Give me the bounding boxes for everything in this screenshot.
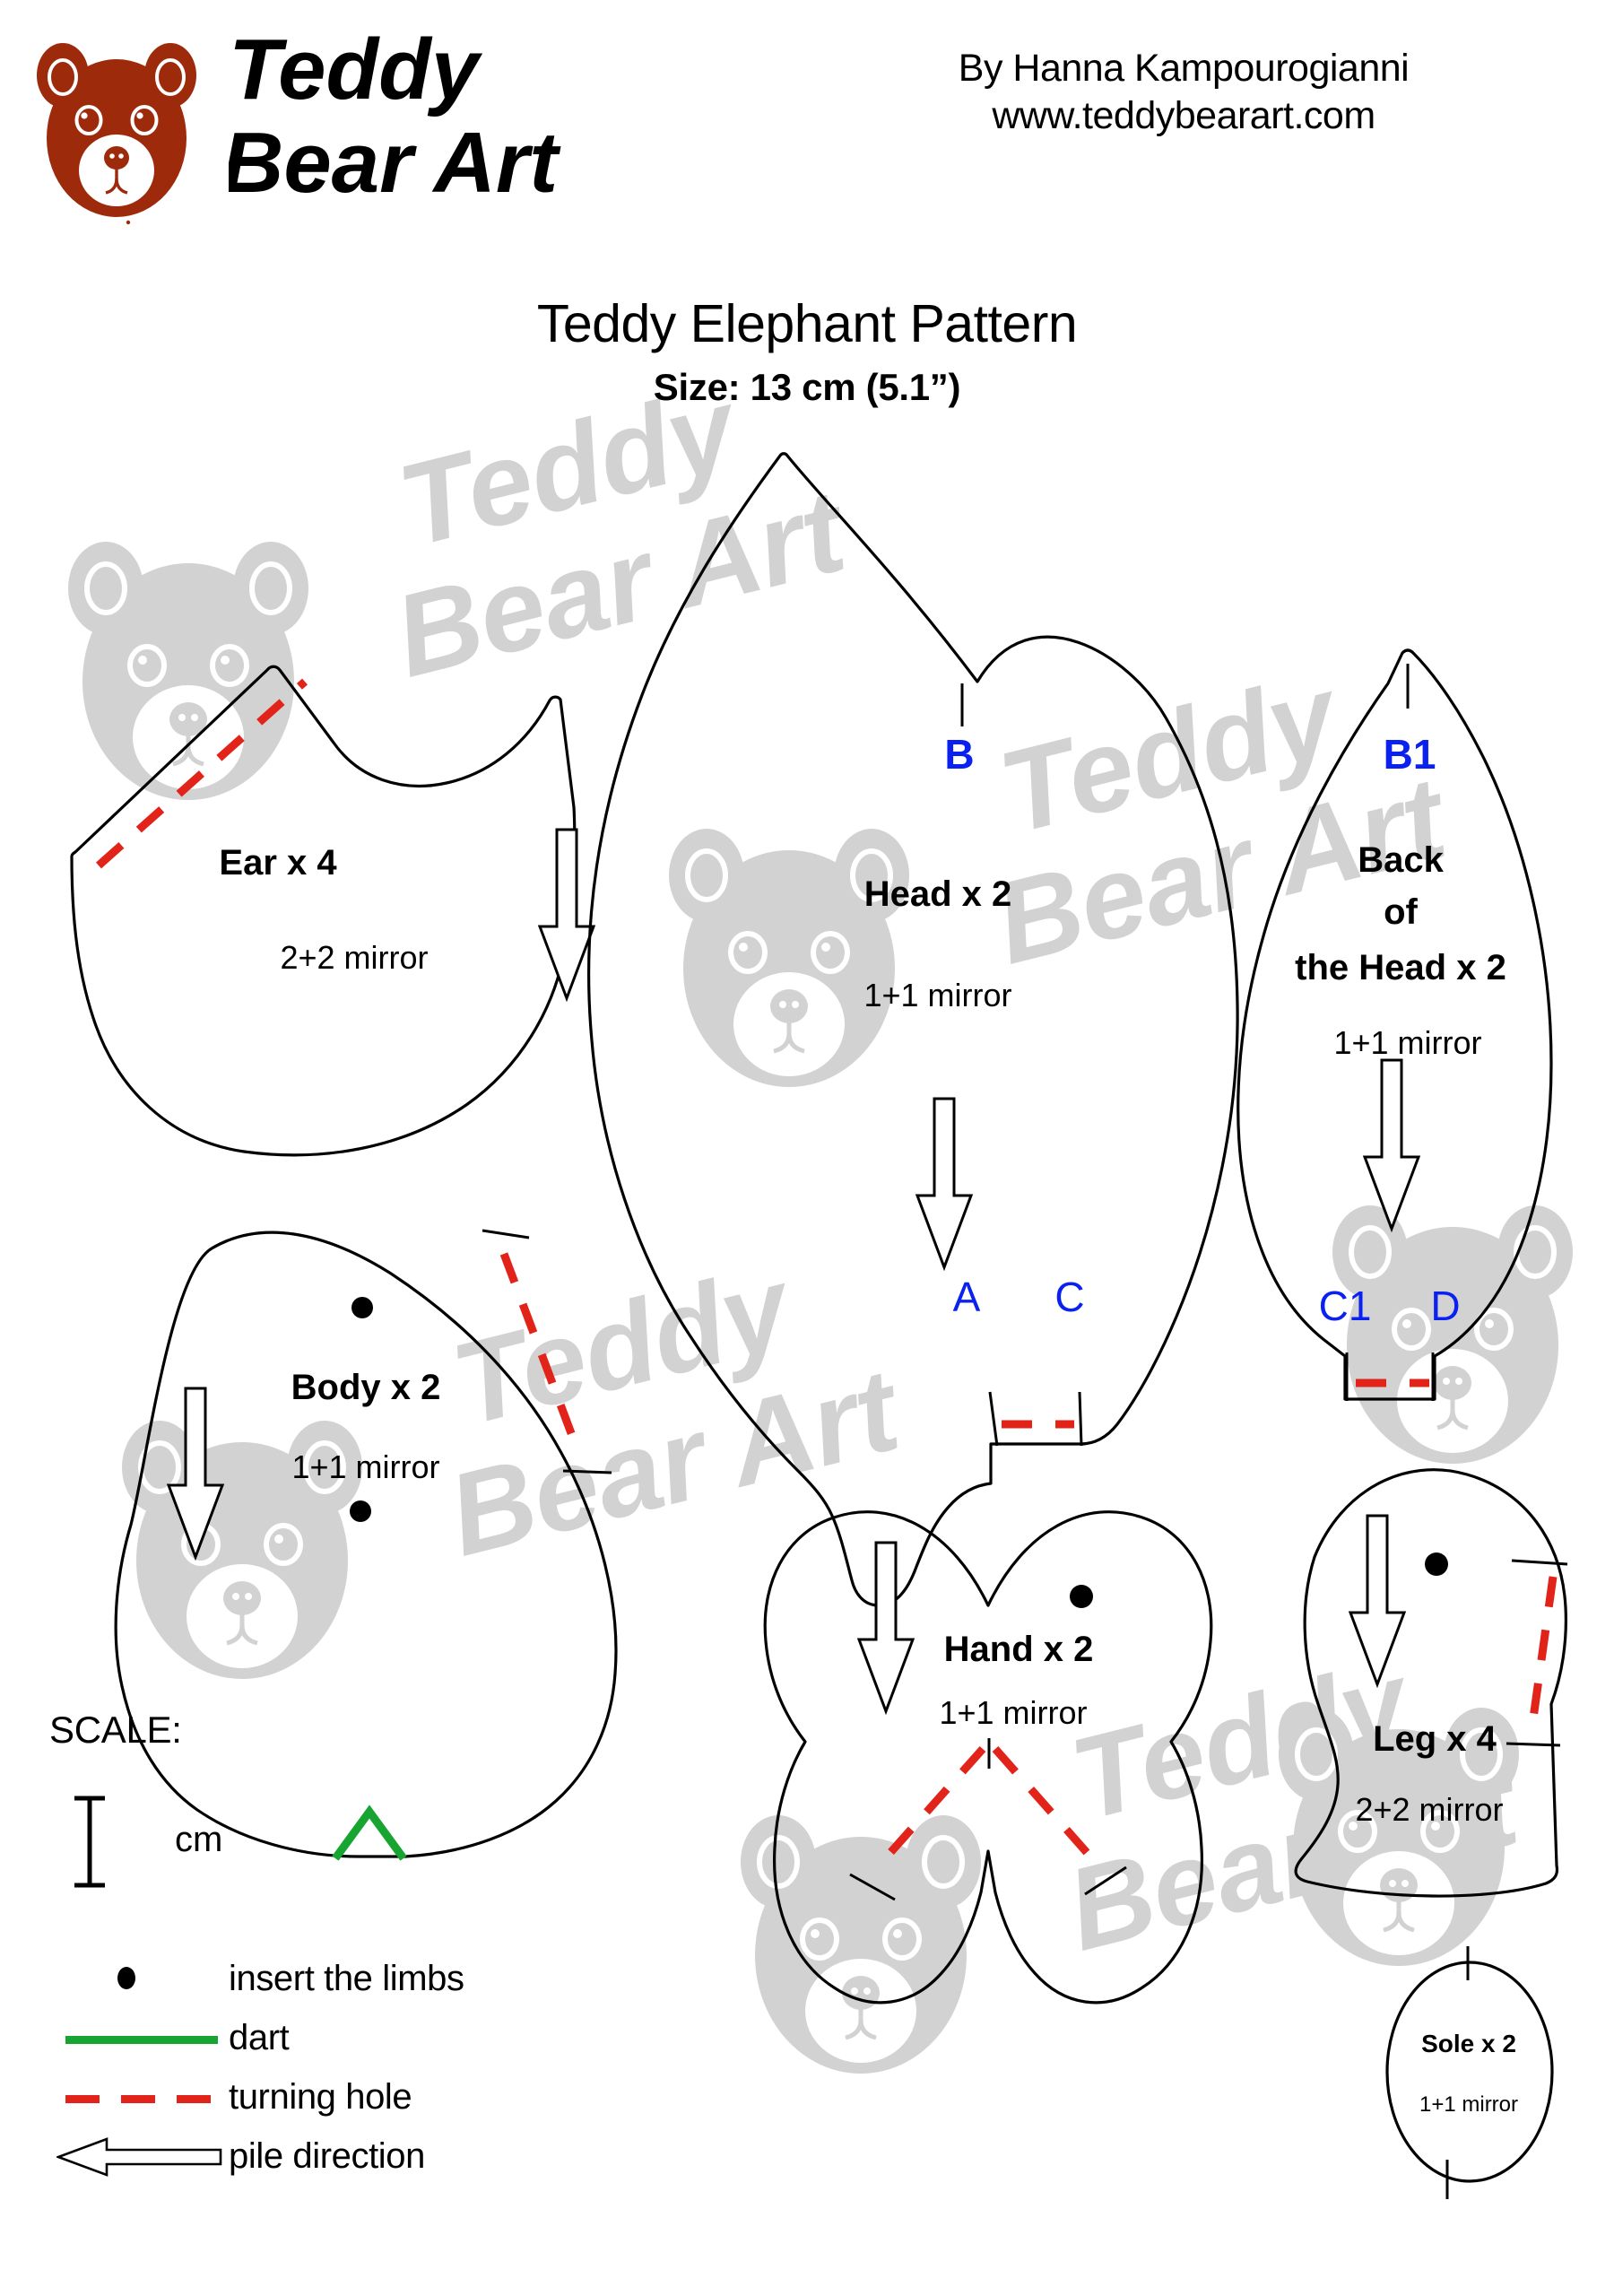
back-of-head-mirror: 1+1 mirror (1333, 1024, 1481, 1061)
pattern-piece-head: B A C Head x 2 1+1 mirror (587, 452, 1239, 1607)
body-mirror: 1+1 mirror (291, 1448, 439, 1485)
page-title: Teddy Elephant Pattern (536, 294, 1078, 353)
legend-item-insert-the-limbs: insert the limbs (49, 1949, 695, 2008)
head-pile-direction-arrow (915, 1097, 973, 1269)
byline-author: By Hanna Kampourogianni (958, 47, 1410, 90)
body-notch-bottom (562, 1469, 612, 1474)
back-of-head-label-line3: the Head x 2 (1295, 948, 1506, 987)
hand-label: Hand x 2 (944, 1630, 1094, 1669)
head-notch-a (988, 1391, 999, 1447)
head-marker-b: B (944, 731, 974, 778)
hand-notch-right (1084, 1866, 1127, 1896)
back-of-head-label-line2: of (1384, 892, 1418, 932)
legend-label-dart: dart (229, 2017, 290, 2057)
body-notch-top (482, 1229, 530, 1239)
head-marker-a: A (953, 1274, 981, 1320)
pattern-piece-hand: Hand x 2 1+1 mirror (763, 1510, 1213, 2005)
ear-label: Ear x 4 (219, 843, 337, 883)
leg-mirror: 2+2 mirror (1355, 1791, 1503, 1828)
legend-item-dart: dart (49, 2008, 695, 2067)
sole-mirror: 1+1 mirror (1419, 2092, 1518, 2117)
legend-turning-hole-dashes-icon (49, 2067, 229, 2126)
title-block: Teddy Elephant Pattern Size: 13 cm (5.1”… (0, 294, 1614, 409)
ear-mirror: 2+2 mirror (280, 939, 428, 976)
head-outline (587, 452, 1239, 1607)
body-insert-limb-dot-bottom (350, 1500, 371, 1522)
body-insert-limb-dot-top (351, 1297, 373, 1318)
leg-pile-direction-arrow (1349, 1514, 1406, 1686)
leg-insert-limb-dot (1425, 1552, 1448, 1576)
legend-item-turning-hole: turning hole (49, 2067, 695, 2126)
leg-label: Leg x 4 (1373, 1719, 1497, 1759)
legend-rows: insert the limbs dart turning hole (49, 1949, 695, 2186)
leg-notch-bottom (1506, 1742, 1561, 1747)
scale-unit: cm (175, 1820, 223, 1859)
legend-label-pile-direction: pile direction (229, 2135, 425, 2176)
pattern-piece-leg: Leg x 4 2+2 mirror (1294, 1468, 1568, 1898)
body-turning-hole (499, 1252, 584, 1457)
ear-outline (70, 665, 577, 1157)
brand-wordmark: Teddy Bear Art (229, 22, 561, 211)
body-dart (332, 1805, 407, 1861)
body-pile-direction-arrow (167, 1387, 224, 1559)
head-mirror: 1+1 mirror (863, 977, 1011, 1013)
back-of-head-pile-direction-arrow (1363, 1058, 1420, 1231)
pattern-piece-back-of-head: B1 C1 D Back of the Head x 2 1+1 mirror (1237, 648, 1553, 1401)
hand-notch-left (849, 1873, 896, 1901)
bear-head-logo-icon (37, 43, 196, 225)
byline: By Hanna Kampourogianni www.teddybearart… (807, 45, 1560, 140)
head-label: Head x 2 (864, 874, 1012, 914)
head-notch-c (1078, 1391, 1083, 1447)
legend-dot-icon (49, 1949, 229, 2008)
wordmark-line1: Teddy (229, 22, 483, 117)
back-of-head-marker-b1: B1 (1384, 731, 1436, 778)
legend-label-insert-the-limbs: insert the limbs (229, 1958, 464, 1998)
back-of-head-label-line1: Back (1358, 840, 1444, 880)
sole-outline (1385, 1961, 1554, 2183)
pattern-piece-sole: Sole x 2 1+1 mirror (1385, 1946, 1554, 2199)
ear-pile-direction-arrow (538, 828, 595, 1000)
legend-pile-direction-arrow-icon (49, 2126, 229, 2186)
hand-insert-limb-dot (1070, 1585, 1093, 1608)
back-of-head-marker-c1: C1 (1319, 1283, 1372, 1329)
hand-turning-hole-right (992, 1746, 1094, 1859)
ear-turning-hole (96, 678, 308, 869)
scale-ruler-icon (74, 1796, 105, 1888)
leg-notch-top (1511, 1559, 1568, 1566)
hand-pile-direction-arrow (857, 1541, 915, 1713)
legend-panel: SCALE: cm insert the limbs dart (49, 1709, 695, 2186)
scale-row: cm (49, 1795, 695, 1893)
legend-item-pile-direction: pile direction (49, 2126, 695, 2186)
page-header: Teddy Bear Art By Hanna Kampourogianni w… (0, 0, 1614, 269)
hand-turning-hole-left (877, 1746, 986, 1866)
hand-mirror: 1+1 mirror (939, 1694, 1087, 1731)
scale-label: SCALE: (49, 1709, 182, 1751)
leg-outline (1294, 1468, 1567, 1898)
wordmark-line2: Bear Art (229, 115, 561, 211)
back-of-head-marker-d: D (1430, 1283, 1460, 1329)
legend-dart-line-icon (49, 2008, 229, 2067)
sole-label: Sole x 2 (1421, 2030, 1516, 2057)
legend-label-turning-hole: turning hole (229, 2076, 412, 2117)
pattern-piece-ear: Ear x 4 2+2 mirror (70, 665, 595, 1157)
leg-turning-hole (1527, 1576, 1558, 1732)
body-label: Body x 2 (291, 1368, 441, 1407)
size-subtitle: Size: 13 cm (5.1”) (653, 365, 961, 408)
head-marker-c: C (1054, 1274, 1084, 1320)
byline-website: www.teddybearart.com (992, 93, 1375, 137)
